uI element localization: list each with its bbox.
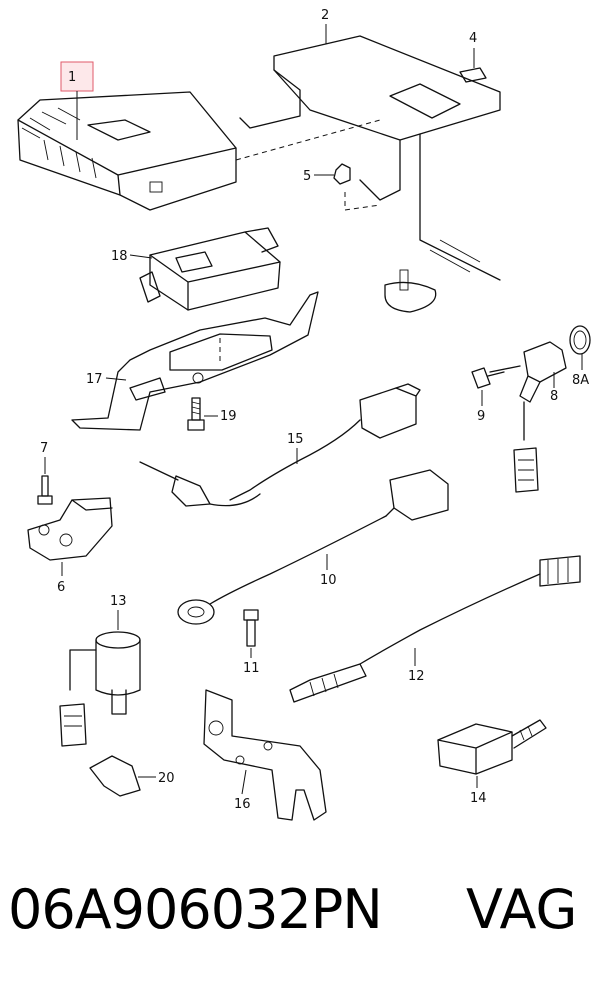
engine-control-unit — [17, 91, 381, 211]
callout-6: 6 — [57, 562, 65, 595]
callout-2-label: 2 — [321, 8, 329, 23]
callout-14-label: 14 — [470, 791, 487, 806]
knock-sensor — [177, 469, 449, 625]
bolt-11 — [243, 609, 259, 647]
speed-sensor — [489, 341, 567, 493]
parts-diagram: 1 2 4 5 18 — [17, 8, 591, 821]
callout-20: 20 — [138, 771, 175, 786]
callout-11-label: 11 — [243, 661, 260, 676]
callout-17-label: 17 — [86, 372, 103, 387]
callout-13: 13 — [110, 594, 127, 630]
brand-name: VAG — [466, 878, 578, 941]
callout-1-label: 1 — [68, 70, 76, 85]
nut — [333, 163, 351, 185]
callout-17: 17 — [86, 372, 127, 387]
callout-5: 5 — [303, 169, 334, 184]
callout-9-label: 9 — [477, 409, 485, 424]
brake-switch — [437, 719, 547, 775]
callout-11: 11 — [243, 648, 260, 676]
callout-14: 14 — [470, 776, 487, 806]
control-module — [139, 227, 281, 311]
callout-10: 10 — [320, 554, 337, 588]
callout-19: 19 — [204, 409, 237, 424]
callout-20-label: 20 — [158, 771, 175, 786]
callout-1-highlight — [60, 61, 94, 92]
callout-2: 2 — [321, 8, 329, 44]
callout-6-label: 6 — [57, 580, 65, 595]
bolt-9 — [471, 367, 505, 389]
callout-7: 7 — [40, 441, 48, 474]
callout-9: 9 — [477, 390, 485, 424]
o-ring — [569, 325, 591, 355]
retaining-clip — [89, 755, 141, 797]
callout-16-label: 16 — [234, 797, 251, 812]
vacuum-valve — [59, 631, 141, 747]
screw-7 — [37, 475, 53, 505]
callout-12: 12 — [408, 648, 425, 684]
callout-8a-label: 8A — [572, 373, 589, 388]
callout-7-label: 7 — [40, 441, 48, 456]
callout-16: 16 — [234, 769, 251, 812]
callout-4: 4 — [469, 31, 477, 68]
rubber-pad — [459, 67, 487, 83]
callout-4-label: 4 — [469, 31, 477, 46]
callout-8-label: 8 — [550, 389, 558, 404]
ecu-bracket — [239, 35, 501, 313]
sensor-bracket — [203, 689, 327, 821]
callout-13-label: 13 — [110, 594, 127, 609]
callout-5-label: 5 — [303, 169, 311, 184]
callout-18: 18 — [111, 249, 153, 264]
oxygen-sensor — [289, 555, 581, 703]
part-number: 06A906032PN — [8, 878, 383, 941]
temperature-sensor — [139, 383, 421, 507]
callout-8a: 8A — [572, 354, 589, 388]
callout-10-label: 10 — [320, 573, 337, 588]
callout-15-label: 15 — [287, 432, 304, 447]
module-bracket — [71, 291, 319, 431]
callout-18-label: 18 — [111, 249, 128, 264]
caption: 06A906032PN VAG — [0, 878, 600, 958]
callout-8: 8 — [550, 372, 558, 404]
callout-15: 15 — [287, 432, 304, 464]
callout-1: 1 — [60, 61, 94, 140]
callout-12-label: 12 — [408, 669, 425, 684]
bolt-19 — [187, 397, 205, 431]
callout-19-label: 19 — [220, 409, 237, 424]
position-sensor — [27, 497, 113, 561]
